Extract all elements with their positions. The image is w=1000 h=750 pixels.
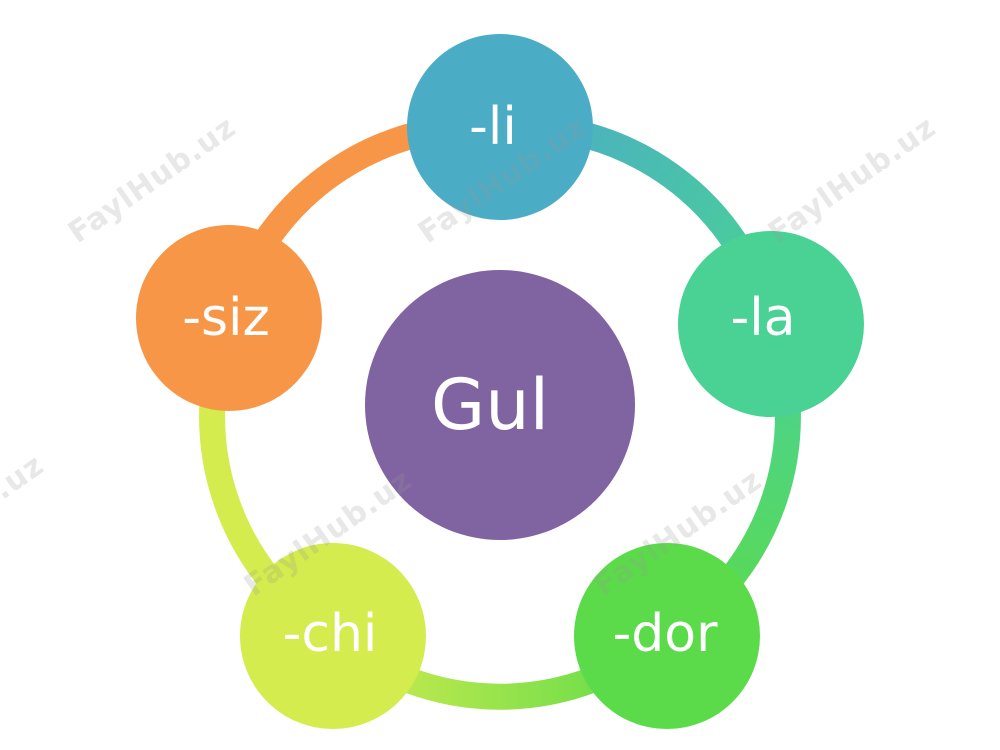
suffix-label-chi: -chi (283, 604, 378, 664)
suffix-circle-siz (136, 225, 322, 411)
suffix-node-la: -la (678, 231, 864, 417)
suffix-circle-chi (240, 543, 426, 729)
suffix-label-li: -li (469, 97, 517, 157)
suffix-node-chi: -chi (240, 543, 426, 729)
suffix-node-siz: -siz (136, 225, 322, 411)
center-label: Gul (431, 364, 549, 446)
suffix-circle-la (678, 231, 864, 417)
suffix-label-siz: -siz (182, 288, 270, 348)
suffix-circle-dor (574, 543, 760, 729)
suffix-circle-li (407, 34, 593, 220)
suffix-node-dor: -dor (574, 543, 760, 729)
suffix-label-la: -la (730, 288, 795, 348)
suffix-label-dor: -dor (613, 604, 719, 664)
center-circle (365, 270, 635, 540)
suffix-node-li: -li (407, 34, 593, 220)
center-node: Gul (365, 270, 635, 540)
